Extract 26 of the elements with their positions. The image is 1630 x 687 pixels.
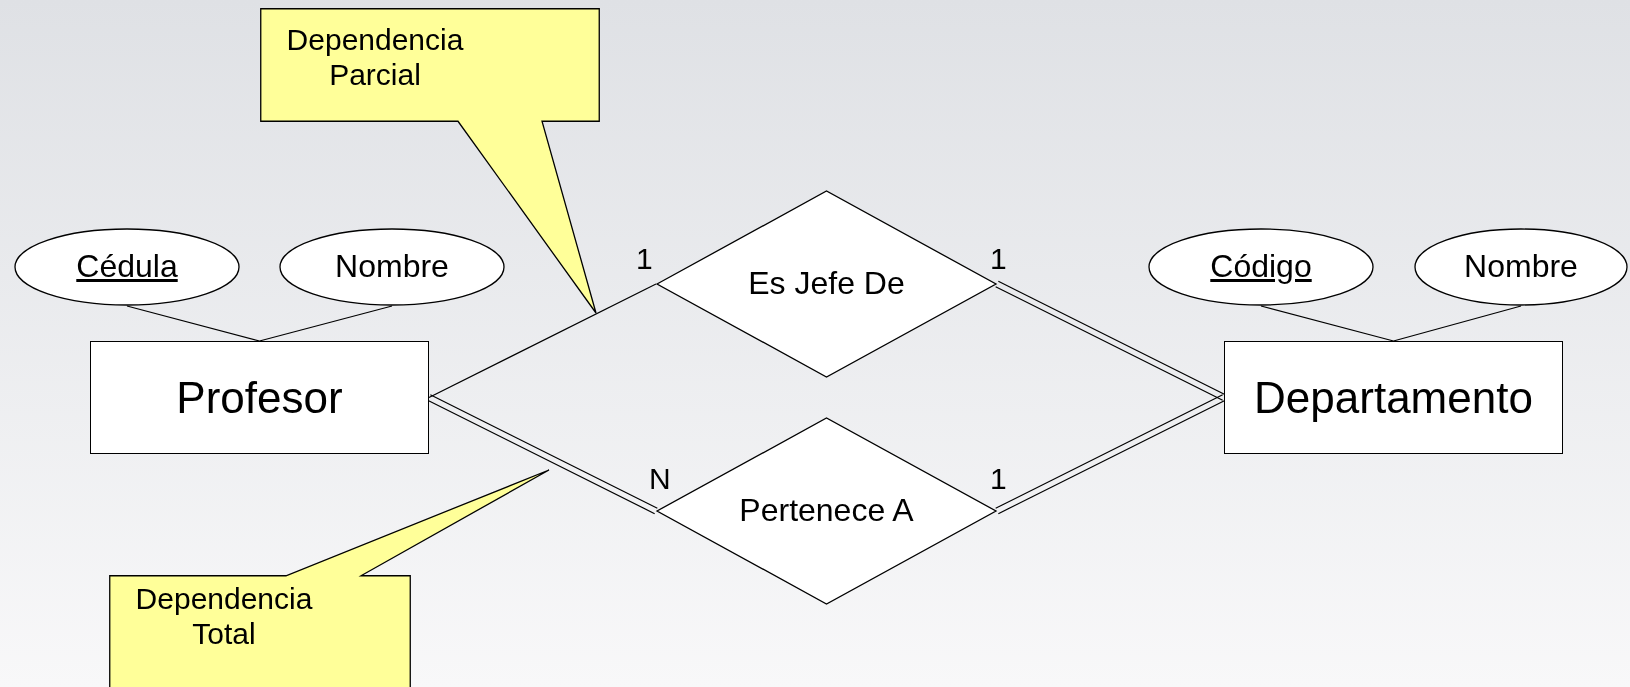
connector-line [1392,305,1522,342]
attribute-name: Cédula [76,248,178,286]
entity-box [90,341,429,454]
attribute-name: Nombre [1464,248,1578,286]
entity-box [1224,341,1563,454]
connector-line [258,305,393,342]
relationship-name: Es Jefe De [748,265,905,303]
cardinality-label: N [649,464,671,494]
connector-line [126,305,261,342]
connector-line [1260,305,1395,342]
entity-name: Departamento [1254,371,1533,424]
cardinality-label: 1 [990,244,1007,274]
cardinality-label: 1 [636,244,653,274]
entity-name: Profesor [176,371,343,424]
callout-note [260,8,600,314]
double-line [995,280,1226,401]
attribute-name: Código [1210,248,1312,286]
note-text: Dependencia Parcial [285,22,465,93]
cardinality-label: 1 [990,464,1007,494]
connector-line [428,283,657,399]
double-line [995,394,1226,515]
relationship-name: Pertenece A [739,492,914,530]
double-line [427,394,658,515]
callout-note [109,469,550,687]
attribute-name: Nombre [335,248,449,286]
note-text: Dependencia Total [134,581,314,652]
